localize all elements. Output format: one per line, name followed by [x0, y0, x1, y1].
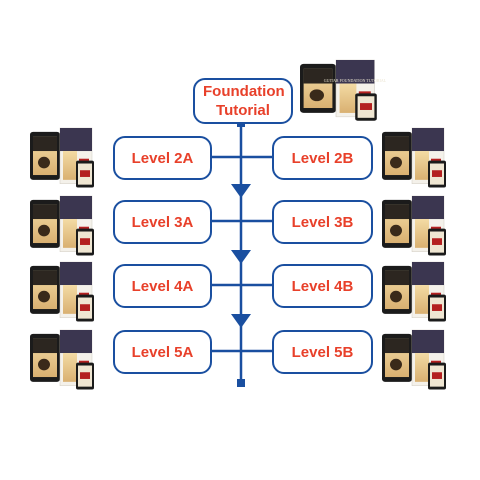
level-2a-box: Level 2A — [113, 136, 212, 180]
level-2b-box: Level 2B — [272, 136, 373, 180]
connectors — [210, 155, 273, 353]
level-5a-box: Level 5A — [113, 330, 212, 374]
level-4a-label: Level 4A — [131, 277, 194, 295]
book-cover-icon-5a — [29, 329, 95, 391]
foundation-cover-text: GUITAR FOUNDATION TUTORIAL — [324, 78, 387, 83]
level-5b-box: Level 5B — [272, 330, 373, 374]
level-3a-label: Level 3A — [131, 213, 194, 231]
level-2b-label: Level 2B — [291, 149, 354, 167]
level-3a-box: Level 3A — [113, 200, 212, 244]
arrow-down-icon — [231, 314, 251, 328]
book-cover-icon-3a — [29, 195, 95, 257]
level-3b-label: Level 3B — [291, 213, 354, 231]
level-4a-box: Level 4A — [113, 264, 212, 308]
book-cover-icon-4b — [381, 261, 447, 323]
book-cover-icon-2a — [29, 127, 95, 189]
foundation-book-cover-icon — [299, 59, 378, 122]
foundation-tutorial-label: Foundation Tutorial — [203, 83, 285, 119]
level-4b-label: Level 4B — [291, 277, 354, 295]
trunk-end-marker — [237, 379, 245, 387]
book-cover-icon-3b — [381, 195, 447, 257]
foundation-tutorial-box: Foundation Tutorial — [193, 78, 293, 124]
level-5b-label: Level 5B — [291, 343, 354, 361]
book-cover-icon-5b — [381, 329, 447, 391]
level-5a-label: Level 5A — [131, 343, 194, 361]
level-4b-box: Level 4B — [272, 264, 373, 308]
level-3b-box: Level 3B — [272, 200, 373, 244]
level-2a-label: Level 2A — [131, 149, 194, 167]
arrow-down-icon — [231, 184, 251, 198]
arrow-down-icon — [231, 250, 251, 264]
book-cover-icon-4a — [29, 261, 95, 323]
arrowheads — [231, 184, 251, 328]
book-cover-icon-2b — [381, 127, 447, 189]
